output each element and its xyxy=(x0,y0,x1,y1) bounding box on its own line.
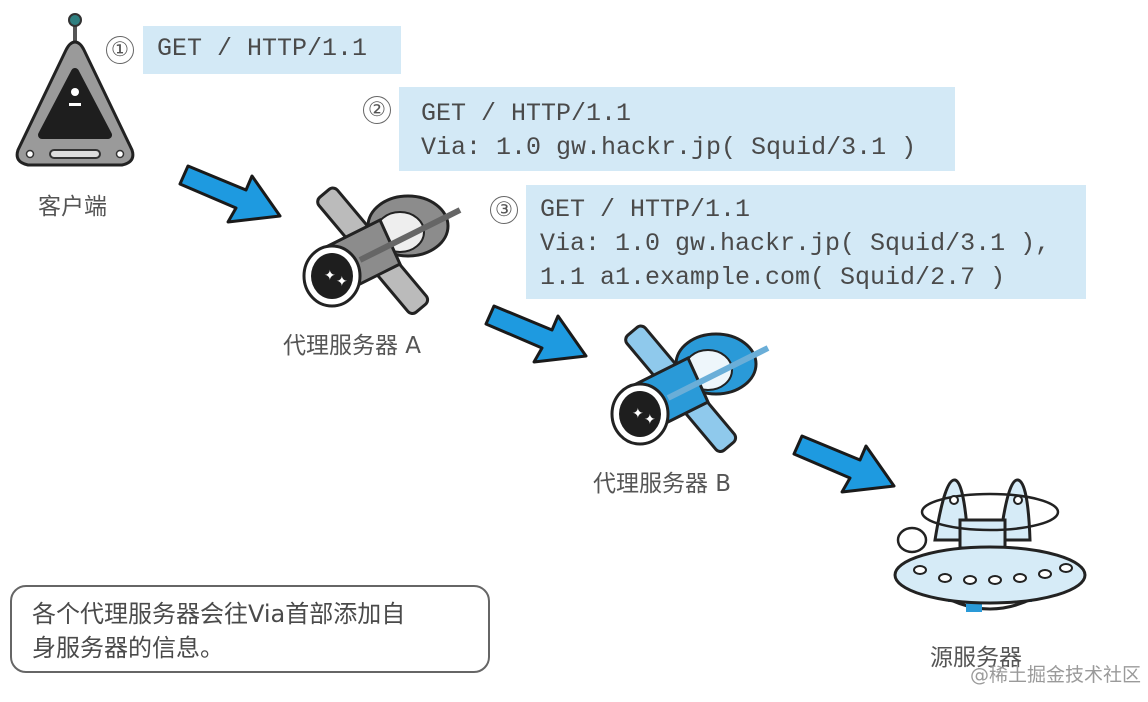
via-line-continued: 1.1 a1.example.com( Squid/2.7 ) xyxy=(540,263,1006,292)
arrow-icon xyxy=(484,304,588,364)
request-line: GET / HTTP/1.1 xyxy=(421,99,632,128)
note-line-2: 身服务器的信息。 xyxy=(32,634,224,662)
svg-text:✦: ✦ xyxy=(324,268,336,284)
step-2-number: ② xyxy=(363,96,391,124)
step-3-number: ③ xyxy=(490,196,518,224)
request-box-1: GET / HTTP/1.1 xyxy=(143,26,401,74)
via-line: Via: 1.0 gw.hackr.jp( Squid/3.1 ), xyxy=(540,229,1051,258)
request-line: GET / HTTP/1.1 xyxy=(540,195,751,224)
note-line-1: 各个代理服务器会往Via首部添加自 xyxy=(32,600,406,628)
origin-server-icon xyxy=(893,478,1087,612)
request-box-2: GET / HTTP/1.1 Via: 1.0 gw.hackr.jp( Squ… xyxy=(399,87,955,171)
arrow-icon xyxy=(178,164,282,224)
proxy-b-label: 代理服务器 B xyxy=(593,471,732,497)
request-line: GET / HTTP/1.1 xyxy=(157,34,368,63)
step-1-number: ① xyxy=(106,36,134,64)
proxy-a-label: 代理服务器 A xyxy=(283,333,422,359)
client-label: 客户端 xyxy=(38,194,107,220)
origin-server-label: 源服务器 xyxy=(930,645,1022,671)
svg-text:✦: ✦ xyxy=(632,406,644,422)
proxy-server-a-icon: ✦ ✦ xyxy=(302,186,462,315)
client-device-icon xyxy=(15,13,135,167)
svg-text:✦: ✦ xyxy=(336,274,348,290)
watermark: @稀土掘金技术社区 xyxy=(970,664,1142,686)
request-box-3: GET / HTTP/1.1 Via: 1.0 gw.hackr.jp( Squ… xyxy=(526,185,1086,299)
svg-text:✦: ✦ xyxy=(644,412,656,428)
via-line: Via: 1.0 gw.hackr.jp( Squid/3.1 ) xyxy=(421,133,917,162)
proxy-server-b-icon: ✦ ✦ xyxy=(610,324,770,453)
explanation-note: 各个代理服务器会往Via首部添加自 身服务器的信息。 xyxy=(10,585,490,673)
arrow-icon xyxy=(792,434,896,494)
